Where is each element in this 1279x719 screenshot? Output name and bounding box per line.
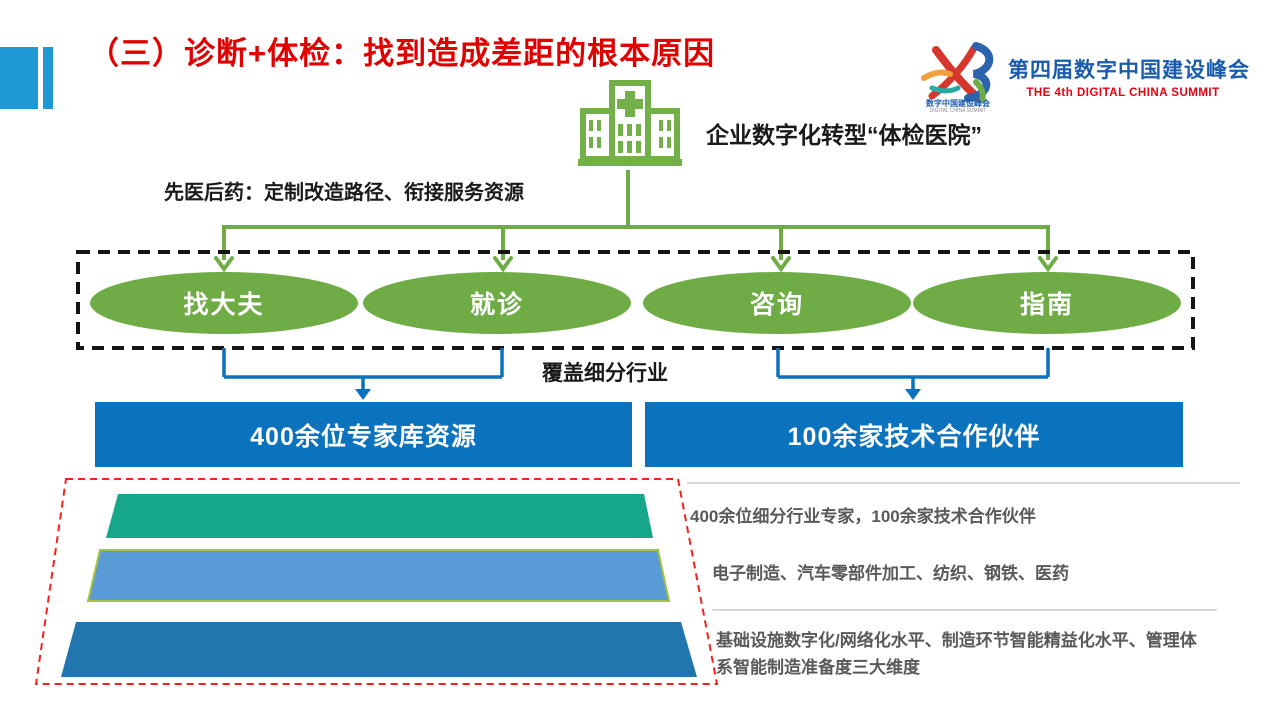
logo-caption-en: DIGITAL CHINA SUMMIT (929, 108, 987, 114)
funnel-layer-dimensions (61, 622, 697, 677)
coverage-label: 覆盖细分行业 (542, 362, 668, 385)
approach-label: 先医后药：定制改造路径、衔接服务资源 (164, 182, 524, 204)
summit-title-cn: 第四届数字中国建设峰会 (1008, 59, 1250, 82)
channel-label: 指南 (1019, 291, 1074, 319)
green-tree-connector (214, 170, 1058, 273)
funnel-note-dimensions: 基础设施数字化/网络化水平、制造环节智能精益化水平、管理体系智能制造准备度三大维… (716, 631, 1197, 678)
logo-caption-cn: 数字中国建设峰会 (926, 99, 990, 108)
funnel-dashed-border (34, 478, 719, 685)
channel-ellipse-find-doctor: 找大夫 (90, 272, 358, 334)
accent-block (0, 47, 38, 109)
resource-bar-experts: 400余位专家库资源 (95, 402, 632, 467)
channel-label: 找大夫 (183, 291, 265, 319)
hospital-label: 企业数字化转型“体检医院” (706, 122, 982, 148)
channel-ellipse-consult: 咨询 (643, 272, 911, 334)
channel-label: 咨询 (749, 291, 804, 319)
resource-bar-label: 100余家技术合作伙伴 (787, 422, 1041, 451)
channels-dashed-border (76, 250, 1195, 350)
resource-bar-label: 400余位专家库资源 (250, 422, 477, 451)
funnel-layer-experts (106, 494, 653, 538)
summit-logo: 数字中国建设峰会 DIGITAL CHINA SUMMIT 第四届数字中国建设峰… (912, 40, 1249, 120)
funnel-note-experts: 400余位细分行业专家，100余家技术合作伙伴 (690, 507, 1036, 526)
funnel-layer-industries (86, 549, 671, 602)
summit-title-en: THE 4th DIGITAL CHINA SUMMIT (1026, 87, 1220, 99)
hospital-building-icon (578, 80, 682, 166)
blue-connectors (222, 348, 1050, 400)
funnel-note-industries: 电子制造、汽车零部件加工、纺织、钢铁、医药 (712, 564, 1069, 583)
channel-ellipse-guide: 指南 (913, 272, 1181, 334)
channel-label: 就诊 (469, 291, 524, 319)
resource-bar-partners: 100余家技术合作伙伴 (645, 402, 1183, 467)
channel-ellipse-visit: 就诊 (363, 272, 631, 334)
digital-china-logo-icon (921, 42, 994, 103)
page-title: （三）诊断+体检：找到造成差距的根本原因 (88, 36, 716, 71)
accent-bar (43, 47, 53, 109)
